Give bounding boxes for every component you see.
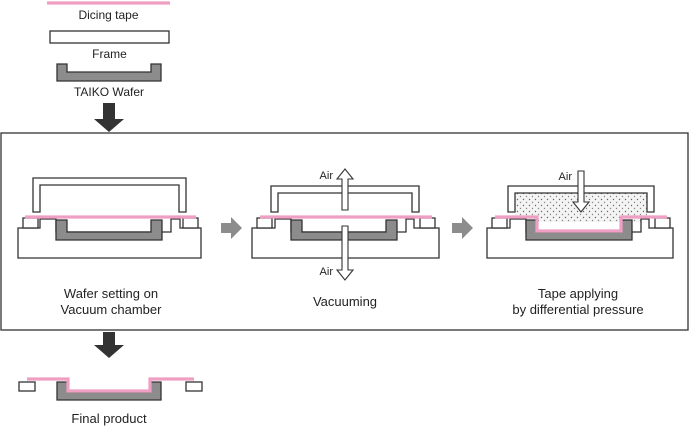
process-arrow-2 [452, 217, 473, 239]
step-2-caption: Vacuuming [313, 294, 377, 309]
frame-right [419, 217, 436, 229]
chamber-lid [507, 185, 655, 213]
step-2-vacuuming: Air Air Vacuuming [251, 168, 440, 309]
final-frame-left [18, 381, 36, 392]
taiko-wafer-sample [56, 63, 162, 82]
components-legend: Dicing tape Frame TAIKO Wafer [47, 1, 170, 132]
step-1-caption-line-2: Vacuum chamber [61, 302, 163, 317]
air-label-top: Air [320, 170, 334, 182]
frame-label: Frame [92, 47, 127, 61]
frame-sample [49, 30, 170, 44]
step-3-tape-applying: Air Tape applying by differential pressu… [486, 170, 674, 317]
final-product-section: Final product [18, 332, 203, 426]
wafer [290, 219, 398, 241]
air-in-down-arrow [571, 170, 591, 213]
frame-left [491, 217, 508, 229]
down-arrow-to-final [94, 332, 124, 358]
air-out-up-arrow [335, 168, 355, 211]
air-label-bottom: Air [320, 266, 334, 278]
process-box [0, 132, 689, 331]
air-out-down-arrow [335, 225, 355, 281]
air-label-pressure: Air [559, 171, 573, 183]
frame-right [654, 217, 671, 229]
step-1-wafer-setting: Wafer setting on Vacuum chamber [17, 177, 202, 317]
taiko-wafer-label: TAIKO Wafer [74, 85, 144, 99]
step-3-caption-line-1: Tape applying [538, 286, 618, 301]
wafer [55, 219, 163, 241]
down-arrow-into-process [94, 103, 124, 132]
frame-left [256, 217, 273, 229]
final-product-label: Final product [71, 411, 147, 426]
final-frame-right [185, 381, 203, 392]
step-3-caption-line-2: by differential pressure [512, 302, 643, 317]
frame-right [182, 217, 199, 229]
frame-left [22, 217, 39, 229]
chamber-lid [32, 177, 187, 213]
step-1-caption-line-1: Wafer setting on [64, 286, 158, 301]
chamber-lid [270, 185, 420, 213]
dicing-tape-label: Dicing tape [78, 8, 138, 22]
process-arrow-1 [221, 217, 242, 239]
final-dicing-tape [27, 377, 194, 393]
dicing-tape-conformed [495, 215, 667, 233]
